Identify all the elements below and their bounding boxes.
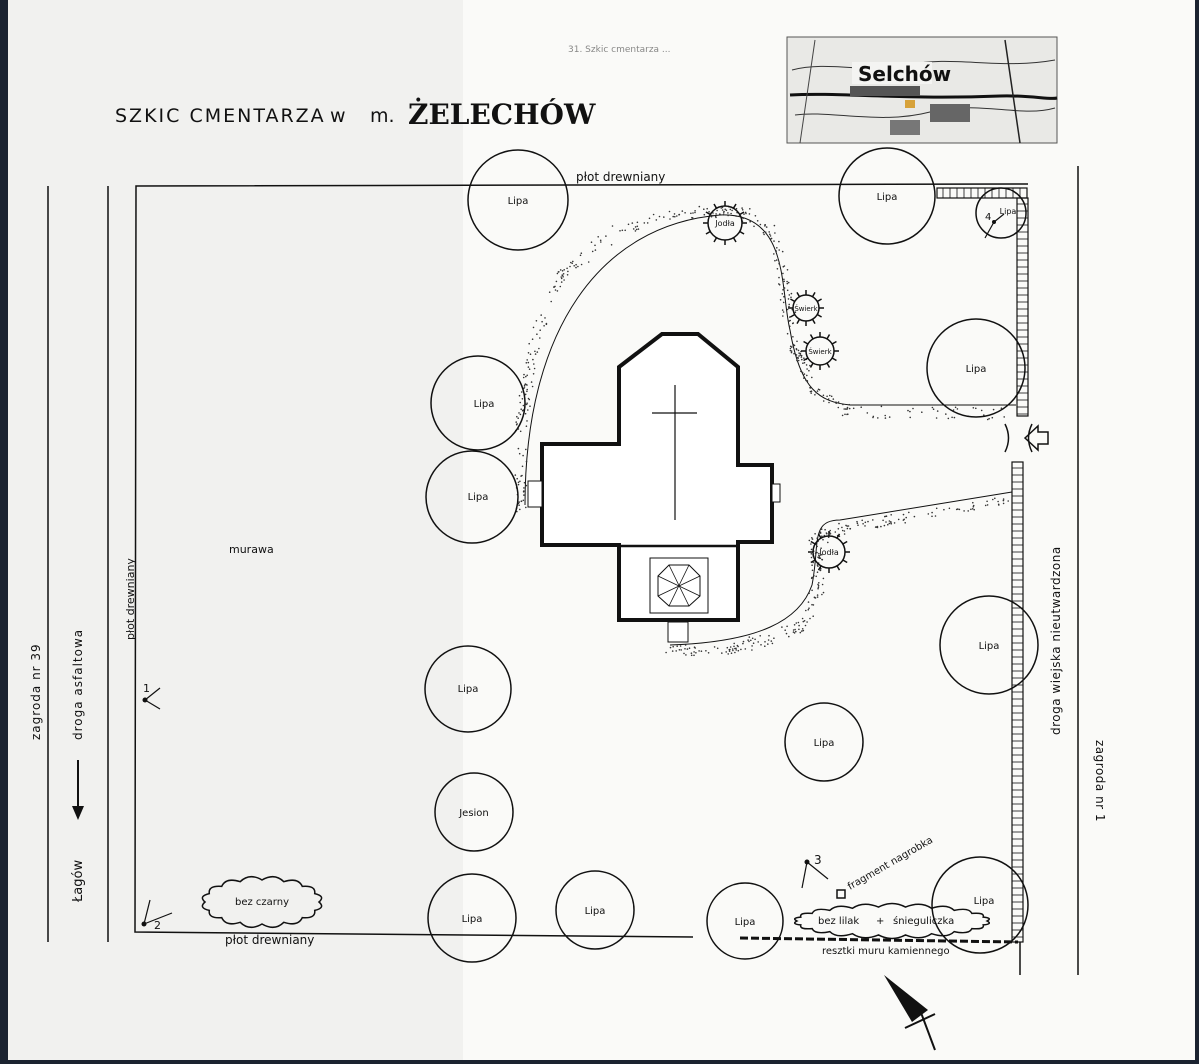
north-arrow-icon xyxy=(884,975,936,1051)
viewpoint-marker-3: 3 xyxy=(801,853,829,889)
svg-text:1: 1 xyxy=(143,682,150,695)
tree-lipa: Lipa xyxy=(427,873,517,963)
label-plus: + xyxy=(876,916,884,927)
label-fence-bottom: płot drewniany xyxy=(225,933,314,947)
svg-text:4: 4 xyxy=(985,212,991,223)
direction-arrow-icon xyxy=(72,760,84,820)
tree-lipa: Lipa xyxy=(425,450,519,544)
garden-outline-south xyxy=(669,491,1013,646)
cemetery-fence-line xyxy=(134,183,1029,938)
tree-jodla: Jodła xyxy=(703,201,747,245)
tree-jesion: Jesion xyxy=(434,772,514,852)
svg-text:2: 2 xyxy=(154,919,161,932)
svg-text:Jodła: Jodła xyxy=(714,219,735,228)
label-bush-lilac: bez lilak xyxy=(818,916,859,927)
tree-lipa: Lipa xyxy=(939,595,1039,695)
viewpoint-marker-4: 4 xyxy=(984,212,1005,239)
svg-text:Lipa: Lipa xyxy=(462,914,483,925)
svg-text:Świerk: Świerk xyxy=(808,347,832,356)
title-prefix: SZKIC CMENTARZA xyxy=(115,105,326,127)
tree-lipa: Lipa xyxy=(424,645,512,733)
tree-lipa: Lipa xyxy=(706,882,784,960)
svg-text:3: 3 xyxy=(814,853,822,867)
svg-text:Lipa: Lipa xyxy=(966,364,987,375)
label-town: Łagów xyxy=(71,860,86,903)
label-village-road: droga wiejska nieutwardzona xyxy=(1049,546,1063,735)
tree-lipa: Lipa xyxy=(467,149,569,251)
svg-text:Lipa: Lipa xyxy=(585,906,606,917)
tree-lipa: Lipa xyxy=(975,187,1027,239)
svg-text:Lipa: Lipa xyxy=(474,399,495,410)
tree-swierk: Świerk xyxy=(801,332,839,370)
tower-square xyxy=(649,557,709,614)
faint-caption: 31. Szkic cmentarza ... xyxy=(568,45,671,55)
title-w: w xyxy=(330,105,346,127)
svg-text:Lipa: Lipa xyxy=(508,196,529,207)
svg-text:Lipa: Lipa xyxy=(814,738,835,749)
title-place: ŻELECHÓW xyxy=(408,97,596,131)
title-m: m. xyxy=(370,105,395,127)
bush-lilac-snowberry: bez lilak + śnieguliczka xyxy=(793,902,991,940)
tree-lipa: Lipa xyxy=(926,318,1026,418)
label-snowberry: śnieguliczka xyxy=(893,915,954,927)
tree-jodla: Jodła xyxy=(808,531,850,573)
svg-text:Jodła: Jodła xyxy=(818,548,839,557)
gate-icon xyxy=(1004,423,1049,453)
svg-text:Lipa: Lipa xyxy=(468,492,489,503)
label-fence-top: płot drewniany xyxy=(576,170,665,184)
svg-text:Jesion: Jesion xyxy=(458,808,489,819)
tree-lipa: Lipa xyxy=(784,702,864,782)
map-inset-place: Selchów xyxy=(858,62,951,86)
label-lawn: murawa xyxy=(229,543,274,556)
church-building xyxy=(527,332,781,643)
svg-text:Lipa: Lipa xyxy=(1000,207,1017,216)
tree-lipa: Lipa xyxy=(430,355,526,451)
label-farm-1: zagroda nr 1 xyxy=(1093,740,1107,822)
viewpoint-marker-2: 2 xyxy=(141,899,173,932)
label-road-asphalt: droga asfaltowa xyxy=(71,629,85,740)
stone-wall-remains xyxy=(739,936,1019,944)
label-wall-remains: resztki muru kamiennego xyxy=(822,946,950,957)
gravestone-fragment-icon xyxy=(836,889,846,899)
label-fence-left: płot drewniany xyxy=(124,558,137,640)
svg-text:Lipa: Lipa xyxy=(877,192,898,203)
bush-black-elder: bez czarny xyxy=(201,875,323,929)
svg-text:Lipa: Lipa xyxy=(979,641,1000,652)
viewpoint-marker-1: 1 xyxy=(142,682,161,710)
paper-left xyxy=(8,0,465,1060)
tree-lipa: Lipa xyxy=(838,147,936,245)
topographic-map-inset: Selchów xyxy=(786,36,1058,144)
tree-lipa: Lipa xyxy=(931,856,1029,954)
tree-lipa: Lipa xyxy=(555,870,635,950)
label-bush-black: bez czarny xyxy=(235,897,289,908)
svg-text:Lipa: Lipa xyxy=(458,684,479,695)
tree-swierk: Świerk xyxy=(788,290,824,326)
svg-text:Lipa: Lipa xyxy=(735,917,756,928)
svg-text:Lipa: Lipa xyxy=(974,896,995,907)
label-farm-39: zagroda nr 39 xyxy=(29,643,43,740)
svg-text:Świerk: Świerk xyxy=(794,304,818,313)
